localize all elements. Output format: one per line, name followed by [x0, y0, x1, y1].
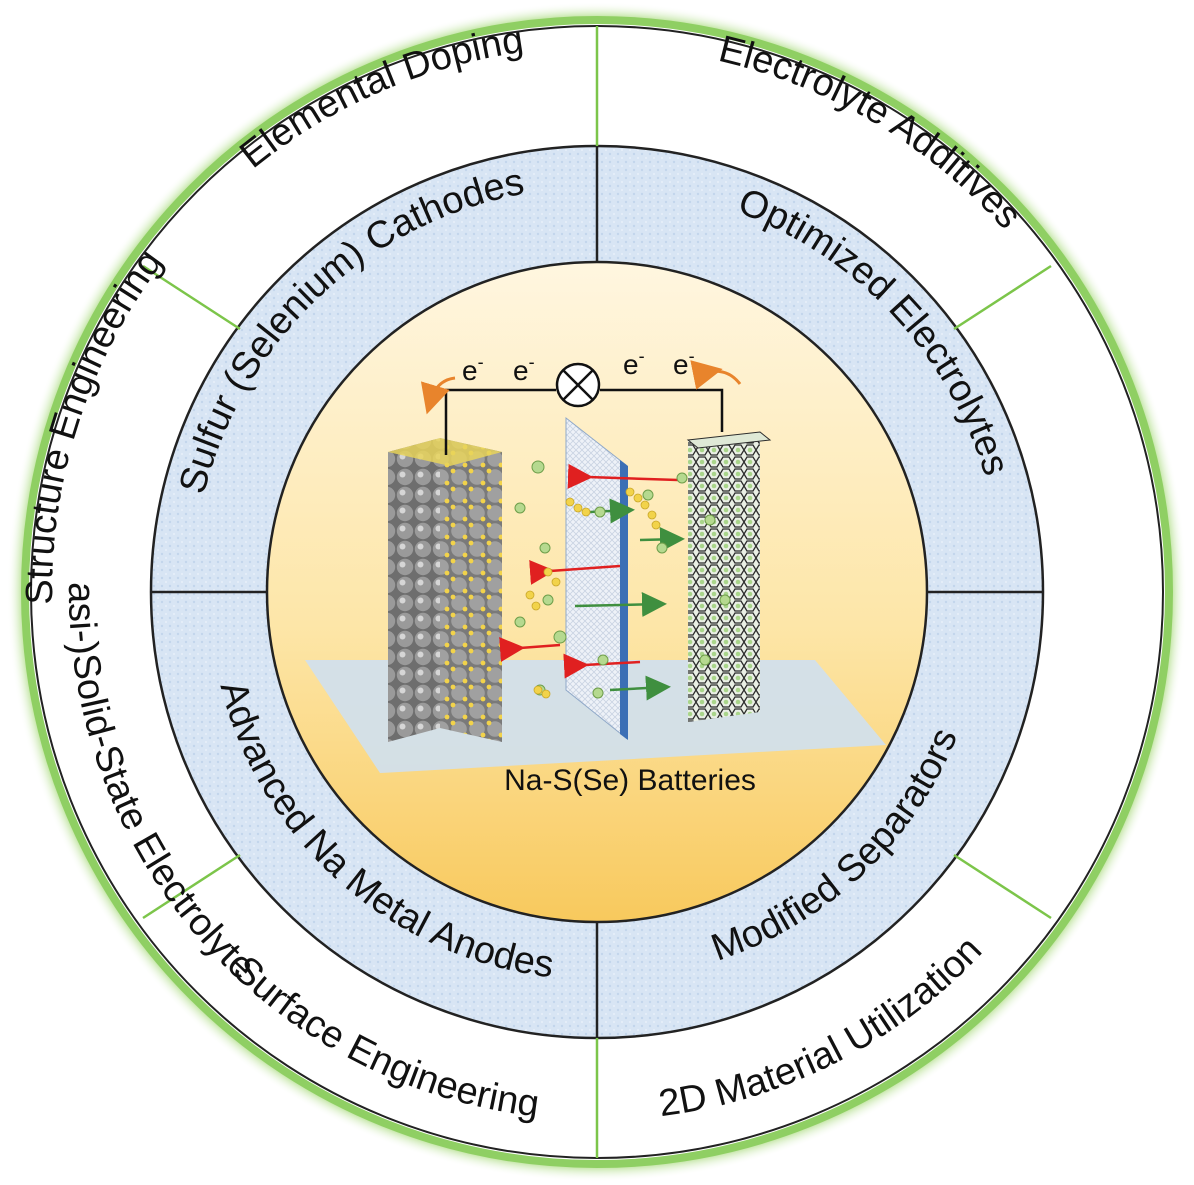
- cathode-column: [388, 438, 502, 742]
- sodium-ions: [514, 460, 731, 699]
- middle-ring-dividers: [151, 146, 1043, 1038]
- battery-illustration: [305, 360, 886, 773]
- polysulfide-chains: [525, 487, 661, 699]
- anode-column: [686, 431, 772, 722]
- electron-labels: e- e- e- e-: [462, 346, 695, 386]
- outer-ring-dividers: [142, 26, 1052, 1158]
- electron-label-3: e-: [623, 346, 645, 380]
- load-symbol: [555, 362, 601, 408]
- ion-arrows-red: [499, 463, 679, 679]
- electron-label-1: e-: [462, 352, 484, 386]
- electron-flow-arrow-left: [420, 376, 456, 415]
- electron-label-4: e-: [673, 346, 695, 380]
- center-title: Na-S(Se) Batteries: [504, 764, 756, 797]
- electron-label-2: e-: [513, 352, 535, 386]
- electron-flow-arrow-right: [690, 360, 742, 390]
